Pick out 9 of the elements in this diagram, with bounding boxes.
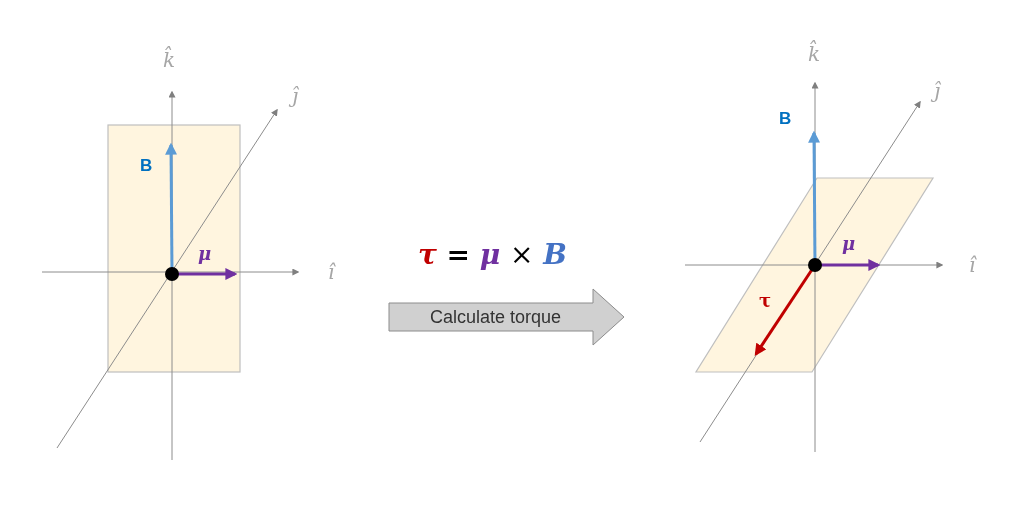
axis-label: î	[328, 262, 335, 282]
vector-label: B	[779, 110, 792, 127]
block-arrow	[388, 288, 625, 346]
axis-label: î	[969, 255, 976, 275]
vector-label: B	[140, 157, 153, 174]
arrow-label: Calculate torque	[428, 305, 563, 329]
vector-label: μ	[198, 245, 212, 263]
vector-label: μ	[842, 235, 856, 253]
vector-label: τ	[759, 292, 772, 310]
